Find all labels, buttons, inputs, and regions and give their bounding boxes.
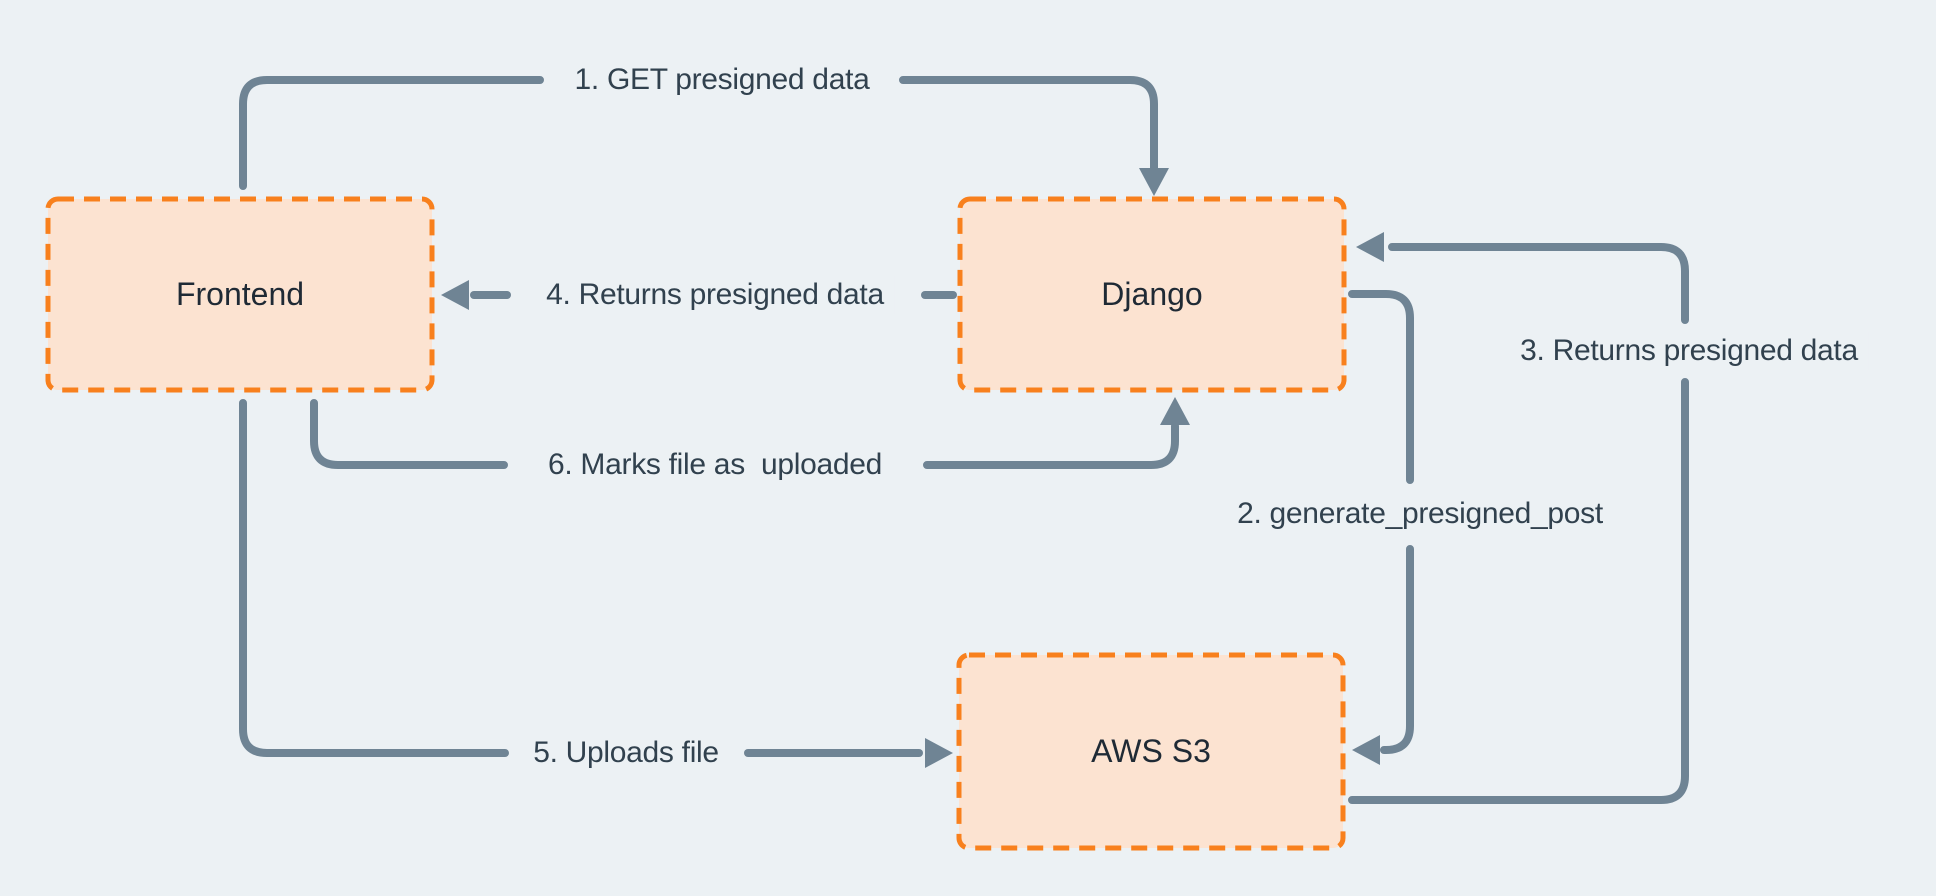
edge-6-label: 6. Marks file as uploaded bbox=[537, 446, 893, 484]
aws-s3-node-box bbox=[956, 652, 1346, 851]
edge-1-arrowhead bbox=[1139, 168, 1169, 196]
django-node: Django bbox=[960, 199, 1344, 390]
frontend-node-label: Frontend bbox=[175, 276, 305, 312]
edge-2-arrowhead bbox=[1352, 735, 1380, 765]
edge-2-arrow bbox=[1348, 290, 1414, 765]
edge-6-arrow bbox=[310, 397, 1190, 469]
edge-1-arrow bbox=[239, 76, 1169, 196]
edge-5-label: 5. Uploads file bbox=[523, 734, 729, 772]
edge-3-arrow bbox=[1348, 232, 1689, 804]
django-node-label: Django bbox=[1101, 276, 1203, 312]
edge-4-arrowhead bbox=[441, 280, 469, 310]
aws-s3-node: AWS S3 bbox=[959, 655, 1343, 848]
aws-s3-node-label: AWS S3 bbox=[1091, 733, 1211, 769]
edge-6-arrowhead bbox=[1160, 397, 1190, 425]
edge-3-arrowhead bbox=[1356, 232, 1384, 262]
frontend-node: Frontend bbox=[48, 199, 432, 390]
edge-1-label: 1. GET presigned data bbox=[564, 61, 880, 99]
edge-5-arrow bbox=[239, 399, 953, 768]
edge-4-arrow bbox=[441, 280, 957, 310]
edge-2-label: 2. generate_presigned_post bbox=[1227, 495, 1613, 533]
edge-3-label: 3. Returns presigned data bbox=[1510, 332, 1868, 370]
frontend-node-box bbox=[45, 196, 435, 393]
edge-4-label: 4. Returns presigned data bbox=[536, 276, 894, 314]
django-node-box bbox=[957, 196, 1347, 393]
edge-5-arrowhead bbox=[925, 738, 953, 768]
